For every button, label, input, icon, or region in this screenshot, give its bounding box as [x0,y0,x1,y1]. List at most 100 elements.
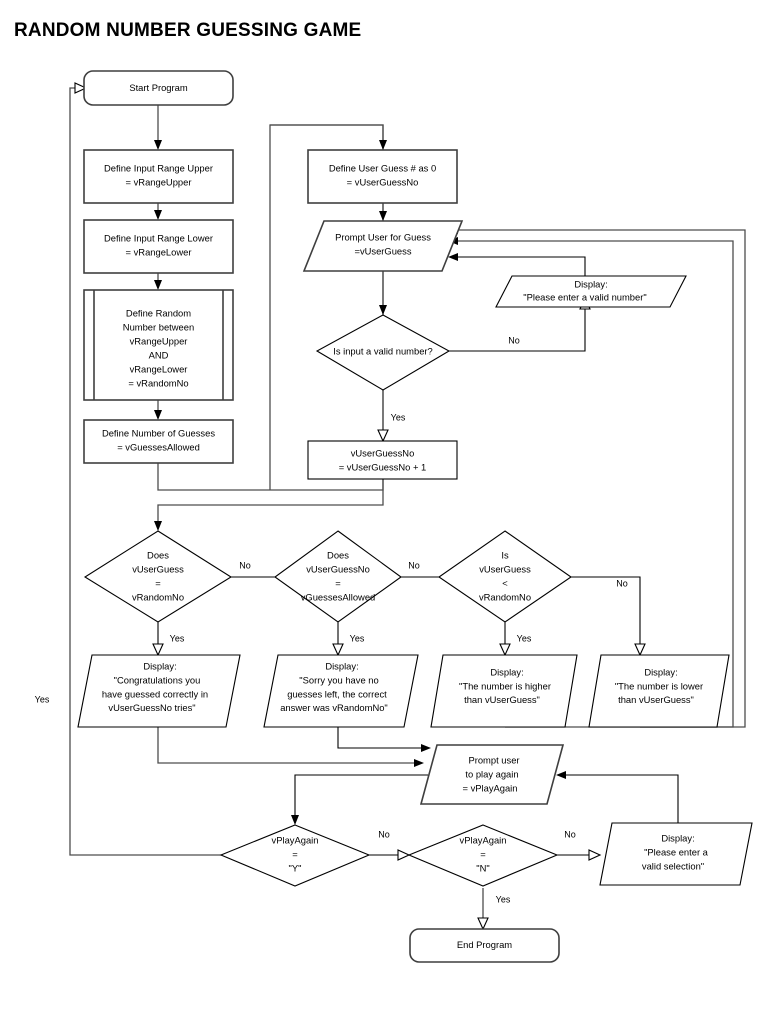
decision-playn-shape [407,824,559,887]
define-guesses-line2: = vGuessesAllowed [117,441,200,452]
node-display-higher[interactable]: Display: "The number is higher than vUse… [430,654,578,728]
node-define-input-range-lower[interactable]: Define Input Range Lower = vRangeLower [83,219,234,274]
arrowhead [154,521,162,531]
define-guessno-line1: Define User Guess # as 0 [329,162,436,173]
increment-shape [307,440,458,480]
node-decision-guess-correct[interactable]: Does vUserGuess = vRandomNo [83,530,233,623]
decision-playy-shape [219,824,371,887]
msg-lower-line3: than vUserGuess" [618,694,694,705]
msg-congrats-suffix: tries" [172,702,196,713]
msg-congrats-line1: Display: [143,660,176,671]
arrowhead-hollow [634,643,646,657]
arrowhead [154,210,162,220]
arrowhead [379,211,387,221]
end-program-label: End Program [457,939,512,950]
node-start-program[interactable]: Start Program [83,70,234,106]
decision-outofguesses-shape [274,530,402,623]
node-increment-guess-count[interactable]: vUserGuessNo = vUserGuessNo + 1 [307,440,458,480]
msg-lower-var: vUserGuess" [639,694,694,705]
node-end-program[interactable]: End Program [409,928,560,963]
node-display-lower[interactable]: Display: "The number is lower than vUser… [588,654,730,728]
node-define-number-of-guesses[interactable]: Define Number of Guesses = vGuessesAllow… [83,419,234,464]
define-random-line2: Number between [123,321,194,332]
arrowhead [291,815,299,825]
msg-invalid-number-line2: "Please enter a valid number" [523,291,646,302]
node-define-user-guess-number[interactable]: Define User Guess # as 0 = vUserGuessNo [307,149,458,204]
edge-label-correct-yes: Yes [170,633,185,643]
msg-congrats-line3: have guessed correctly in [102,688,208,699]
msg-congrats-line4: vUserGuessNo tries" [108,702,195,713]
decision-playy-line2: = [292,848,298,859]
edge-dec-lower-no [571,576,641,646]
decision-playy-line3: "Y" [289,862,302,873]
decision-valid-number-shape [315,314,451,391]
decision-playn-line2: = [480,848,486,859]
decision-valid-number-label: Is input a valid number? [333,345,433,356]
arrowhead [448,253,458,261]
prompt-again-line2: to play again [465,768,518,779]
page-title: RANDOM NUMBER GUESSING GAME [14,20,362,41]
msg-sorry-line4: answer was vRandomNo" [280,702,388,713]
edge-invalid-sel-to-prompt-again [563,774,679,823]
define-guessno-shape [307,149,458,204]
node-display-congratulations[interactable]: Display: "Congratulations you have guess… [77,654,241,728]
edge-label-lower-no: No [616,578,628,588]
decision-lower-line4: vRandomNo [479,591,531,602]
msg-congrats-var: vUserGuessNo [108,702,172,713]
msg-invalid-selection-shape [599,822,753,886]
msg-congrats-shape [77,654,241,728]
decision-outofguesses-line2: vUserGuessNo [306,563,370,574]
edge-msg-higher-to-prompt-guess [455,240,734,728]
arrowhead [556,771,566,779]
arrowhead [421,744,431,752]
decision-correct-shape [83,530,233,623]
node-decision-play-again-no[interactable]: vPlayAgain = "N" [407,824,559,887]
arrowhead-hollow [377,429,389,443]
decision-outofguesses-line4: vGuessesAllowed [301,591,376,602]
arrowhead [379,305,387,315]
node-prompt-play-again[interactable]: Prompt user to play again = vPlayAgain [419,744,565,805]
msg-invalid-number-line1: Display: [574,278,607,289]
node-decision-out-of-guesses[interactable]: Does vUserGuessNo = vGuessesAllowed [274,530,402,623]
end-program-shape [409,928,560,963]
msg-sorry-shape [263,654,419,728]
decision-lower-shape [438,530,572,623]
node-decision-play-again-yes[interactable]: vPlayAgain = "Y" [219,824,371,887]
node-define-random-number[interactable]: Define Random Number between vRangeUpper… [83,289,234,401]
decision-outofguesses-line3: = [335,577,341,588]
node-define-input-range-upper[interactable]: Define Input Range Upper = vRangeUpper [83,149,234,204]
decision-lower-line1: Is [501,549,509,560]
edge-label-outofguesses-yes: Yes [350,633,365,643]
arrowhead-hollow [588,849,602,861]
node-display-sorry[interactable]: Display: "Sorry you have no guesses left… [263,654,419,728]
msg-higher-var: vUserGuess" [485,694,540,705]
edge-label-playn-no: No [564,829,576,839]
edge-label-outofguesses-no: No [408,560,420,570]
define-guessno-line2: = vUserGuessNo [347,176,419,187]
edge-label-lower-yes: Yes [517,633,532,643]
define-guesses-shape [83,419,234,464]
node-prompt-user-for-guess[interactable]: Prompt User for Guess =vUserGuess [302,220,464,272]
msg-invalid-selection-line3: valid selection" [642,860,704,871]
prompt-guess-shape [302,220,464,272]
edge-label-playy-yes: Yes [35,694,50,704]
define-lower-line1: Define Input Range Lower [104,232,213,243]
msg-higher-prefix: than [464,694,485,705]
arrowhead [379,140,387,150]
node-decision-valid-number[interactable]: Is input a valid number? [315,314,451,391]
node-display-invalid-number[interactable]: Display: "Please enter a valid number" [495,275,687,308]
node-display-invalid-selection[interactable]: Display: "Please enter a valid selection… [599,822,753,886]
edge-into-def-guessno [270,124,384,143]
edge-increment-to-dec-correct [157,479,384,524]
msg-higher-line2: "The number is higher [459,680,551,691]
edge-label-valid-yes: Yes [391,412,406,422]
prompt-again-line3: = vPlayAgain [463,782,518,793]
node-decision-guess-lower[interactable]: Is vUserGuess < vRandomNo [438,530,572,623]
msg-invalid-selection-line2: "Please enter a [644,846,709,857]
edge-label-valid-no: No [508,335,520,345]
arrowhead-hollow [74,82,88,94]
msg-sorry-line3: guesses left, the correct [287,688,387,699]
define-upper-line2: = vRangeUpper [126,176,192,187]
edge-label-playy-no: No [378,829,390,839]
edge-label-playn-yes: Yes [496,894,511,904]
